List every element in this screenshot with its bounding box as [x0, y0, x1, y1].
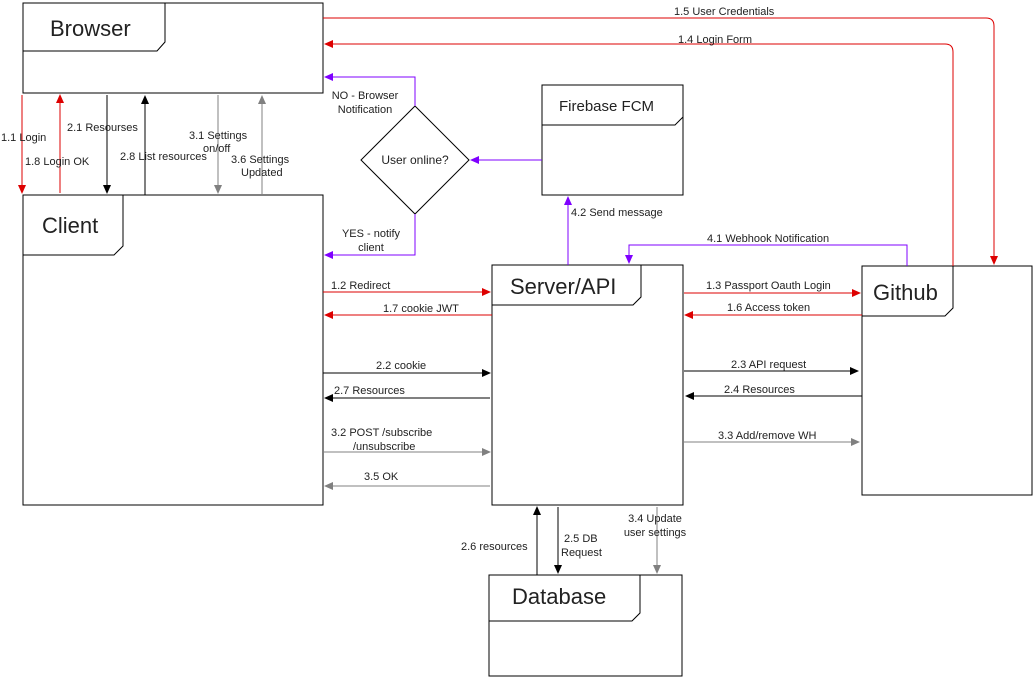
flow-labels: 1.1 Login 1.8 Login OK 2.1 Resourses 2.8…	[1, 6, 831, 559]
arrow-1-4	[324, 40, 954, 266]
label-no-line2: Notification	[338, 104, 392, 116]
arrow-no-browser	[324, 73, 416, 106]
decision-label: User online?	[381, 153, 449, 167]
server-title: Server/API	[510, 274, 616, 299]
label-2-7: 2.7 Resources	[334, 385, 405, 397]
arrow-1-5	[323, 17, 998, 265]
label-yes-line2: client	[358, 242, 384, 254]
label-1-4: 1.4 Login Form	[678, 34, 752, 46]
arrow-4-1	[625, 244, 908, 266]
browser-title: Browser	[50, 16, 131, 41]
label-2-6: 2.6 resources	[461, 541, 528, 553]
label-3-6-line1: 3.6 Settings	[231, 154, 290, 166]
label-3-4-line1: 3.4 Update	[628, 513, 682, 525]
notification-flow	[324, 73, 908, 266]
auth-flow	[18, 17, 998, 319]
label-3-5: 3.5 OK	[364, 471, 399, 483]
label-1-8: 1.8 Login OK	[25, 156, 90, 168]
label-no-line1: NO - Browser	[332, 90, 399, 102]
label-2-2: 2.2 cookie	[376, 360, 426, 372]
label-2-5-line2: Request	[561, 547, 602, 559]
label-3-6-line2: Updated	[241, 167, 283, 179]
server-node: Server/API	[491, 264, 684, 506]
firebase-title: Firebase FCM	[559, 98, 654, 115]
label-1-1: 1.1 Login	[1, 132, 46, 144]
client-title: Client	[42, 213, 98, 238]
label-yes-line1: YES - notify	[342, 228, 401, 240]
label-3-2-line2: /unsubscribe	[353, 441, 415, 453]
label-3-3: 3.3 Add/remove WH	[718, 430, 816, 442]
label-1-6: 1.6 Access token	[727, 302, 810, 314]
label-2-5-line1: 2.5 DB	[564, 533, 598, 545]
label-3-2-line1: 3.2 POST /subscribe	[331, 427, 432, 439]
label-1-3: 1.3 Passport Oauth Login	[706, 280, 831, 292]
label-1-7: 1.7 cookie JWT	[383, 303, 459, 315]
label-2-4: 2.4 Resources	[724, 384, 795, 396]
resources-flow	[103, 95, 862, 575]
settings-flow	[214, 95, 860, 574]
firebase-node: Firebase FCM	[541, 84, 684, 196]
label-2-1: 2.1 Resourses	[67, 122, 138, 134]
database-node: Database	[488, 574, 683, 677]
label-3-1-line1: 3.1 Settings	[189, 130, 248, 142]
label-3-1-line2: on/off	[203, 143, 231, 155]
github-node: Github	[861, 265, 1033, 496]
client-node: Client	[22, 194, 324, 506]
user-online-decision: User online?	[360, 105, 470, 215]
label-1-2: 1.2 Redirect	[331, 280, 390, 292]
browser-node: Browser	[22, 2, 324, 94]
github-title: Github	[873, 280, 938, 305]
label-1-5: 1.5 User Credentials	[674, 6, 775, 18]
label-4-1: 4.1 Webhook Notification	[707, 233, 829, 245]
label-2-3: 2.3 API request	[731, 359, 806, 371]
label-2-8: 2.8 List resources	[120, 151, 207, 163]
label-4-2: 4.2 Send message	[571, 207, 663, 219]
database-title: Database	[512, 584, 606, 609]
label-3-4-line2: user settings	[624, 527, 687, 539]
arrow-yes-client	[324, 214, 416, 259]
